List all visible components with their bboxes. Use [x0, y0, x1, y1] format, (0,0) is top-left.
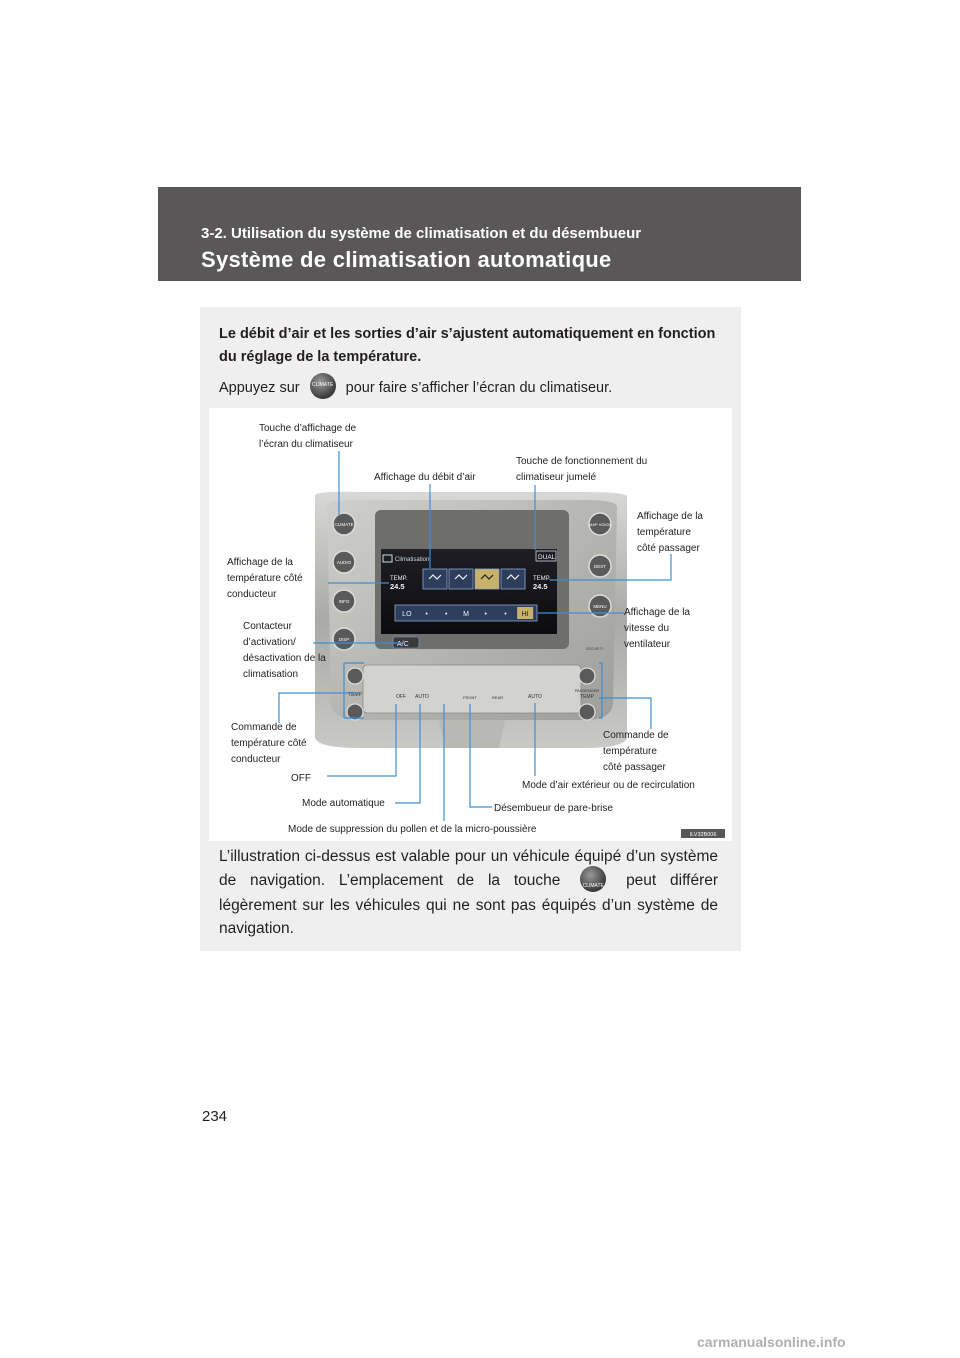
callout-driver-temp-control-line2: température côté — [231, 736, 307, 752]
callout-driver-temp-display-line1: Affichage de la — [227, 555, 303, 571]
section-header: 3-2. Utilisation du système de climatisa… — [158, 187, 801, 281]
callout-dual-key: Touche de fonctionnement du climatiseur … — [516, 454, 647, 486]
content-panel: Le débit d’air et les sorties d’air s’aj… — [200, 307, 741, 951]
note-text: L’illustration ci-dessus est valable pou… — [219, 845, 718, 940]
callout-driver-temp-control-line1: Commande de — [231, 720, 307, 736]
callout-climate-key-line1: Touche d’affichage de — [259, 421, 356, 437]
page-title: Système de climatisation automatique — [201, 247, 612, 273]
press-instruction: Appuyez sur CLIMATE pour faire s’affiche… — [219, 375, 612, 401]
callout-driver-temp-display-line3: conducteur — [227, 587, 303, 603]
climate-illustration: Climatisation DUAL TEMP. 24.5 TEMP. 24.5… — [209, 408, 732, 841]
callout-off-line1: OFF — [291, 771, 311, 787]
fan-level-3: M — [463, 611, 469, 618]
callout-dual-key-line1: Touche de fonctionnement du — [516, 454, 647, 470]
screen-temp-right: 24.5 — [533, 582, 548, 591]
callout-recirculation: Mode d’air extérieur ou de recirculation — [522, 778, 695, 794]
btn-dest-label: DEST — [594, 564, 606, 569]
callout-ac-switch-line4: climatisation — [243, 667, 326, 683]
callout-ac-switch-line1: Contacteur — [243, 619, 326, 635]
press-after: pour faire s’afficher l’écran du climati… — [346, 380, 613, 396]
panel-front-label: FRONT — [463, 695, 477, 700]
callout-fan-speed-display-line2: vitesse du — [624, 621, 690, 637]
panel-off-label: OFF — [396, 694, 406, 700]
btn-map-label: MAP VOICE — [589, 522, 611, 527]
callout-driver-temp-control-line3: conducteur — [231, 752, 307, 768]
climate-key-inline-label: CLIMATE — [580, 875, 606, 898]
callout-ac-switch-line3: désactivation de la — [243, 651, 326, 667]
airflow-mode-1 — [423, 569, 447, 589]
screen-temp-left: 24.5 — [390, 582, 405, 591]
callout-passenger-temp-display-line2: température — [637, 525, 703, 541]
left-temp-up — [347, 668, 363, 684]
console-tail — [439, 720, 505, 748]
callout-driver-temp-display-line2: température côté — [227, 571, 303, 587]
callout-passenger-temp-display-line3: côté passager — [637, 541, 703, 557]
callout-passenger-temp-control-line1: Commande de — [603, 728, 669, 744]
right-temp-label: TEMP — [580, 694, 595, 700]
right-temp-up — [579, 668, 595, 684]
callout-fan-speed-display: Affichage de la vitesse du ventilateur — [624, 605, 690, 653]
right-temp-down — [579, 704, 595, 720]
callout-airflow-display-line1: Affichage du débit d’air — [374, 470, 476, 486]
airflow-mode-3 — [475, 569, 499, 589]
callout-defroster: Désembueur de pare-brise — [494, 801, 613, 817]
callout-passenger-temp-control: Commande de température côté passager — [603, 728, 669, 776]
btn-disp-label: DISP — [339, 637, 350, 642]
screen-dual-label: DUAL — [538, 554, 556, 561]
callout-driver-temp-display: Affichage de la température côté conduct… — [227, 555, 303, 603]
climate-key-icon-inline: CLIMATE — [580, 866, 606, 892]
callout-dual-key-line2: climatiseur jumelé — [516, 470, 647, 486]
page-number: 234 — [202, 1108, 227, 1125]
climate-key-label: CLIMATE — [310, 382, 336, 388]
callout-defroster-line1: Désembueur de pare-brise — [494, 801, 613, 817]
fan-level-6: HI — [522, 611, 529, 618]
callout-auto-mode: Mode automatique — [302, 796, 385, 812]
callout-passenger-temp-display-line1: Affichage de la — [637, 509, 703, 525]
image-code: ILV32B006 — [690, 832, 717, 838]
callout-passenger-temp-display: Affichage de la température côté passage… — [637, 509, 703, 557]
callout-pollen-mode: Mode de suppression du pollen et de la m… — [288, 822, 536, 838]
callout-passenger-temp-control-line3: côté passager — [603, 760, 669, 776]
passenger-label: PASSENGER — [575, 688, 600, 693]
btn-climate-label: CLIMATE — [334, 522, 353, 527]
press-before: Appuyez sur — [219, 380, 300, 396]
callout-climate-key: Touche d’affichage de l’écran du climati… — [259, 421, 356, 453]
intro-text: Le débit d’air et les sorties d’air s’aj… — [219, 323, 719, 369]
callout-airflow-display: Affichage du débit d’air — [374, 470, 476, 486]
callout-ac-switch-line2: d’activation/ — [243, 635, 326, 651]
airflow-mode-2 — [449, 569, 473, 589]
watermark: carmanualsonline.info — [697, 1334, 846, 1350]
callout-off: OFF — [291, 771, 311, 787]
btn-info-label: INFO — [339, 599, 350, 604]
screen-title: Climatisation — [395, 557, 429, 563]
panel-rear-label: REAR — [492, 695, 503, 700]
ac-label: A/C — [397, 641, 409, 648]
airflow-mode-4 — [501, 569, 525, 589]
callout-auto-mode-line1: Mode automatique — [302, 796, 385, 812]
callout-fan-speed-display-line3: ventilateur — [624, 637, 690, 653]
callout-ac-switch: Contacteur d’activation/ désactivation d… — [243, 619, 326, 683]
callout-recirculation-line1: Mode d’air extérieur ou de recirculation — [522, 778, 695, 794]
callout-fan-speed-display-line1: Affichage de la — [624, 605, 690, 621]
panel-auto2-label: AUTO — [528, 694, 542, 700]
panel-auto-label: AUTO — [415, 694, 429, 700]
section-title: 3-2. Utilisation du système de climatisa… — [201, 225, 641, 242]
callout-pollen-mode-line1: Mode de suppression du pollen et de la m… — [288, 822, 536, 838]
callout-climate-key-line2: l’écran du climatiseur — [259, 437, 356, 453]
security-label: SECURITY — [586, 647, 604, 651]
callout-passenger-temp-control-line2: température — [603, 744, 669, 760]
callout-driver-temp-control: Commande de température côté conducteur — [231, 720, 307, 768]
btn-audio-label: AUDIO — [337, 560, 352, 565]
btn-menu-label: MENU — [593, 604, 606, 609]
climate-key-icon: CLIMATE — [310, 373, 336, 399]
fan-level-0: LO — [402, 611, 412, 618]
